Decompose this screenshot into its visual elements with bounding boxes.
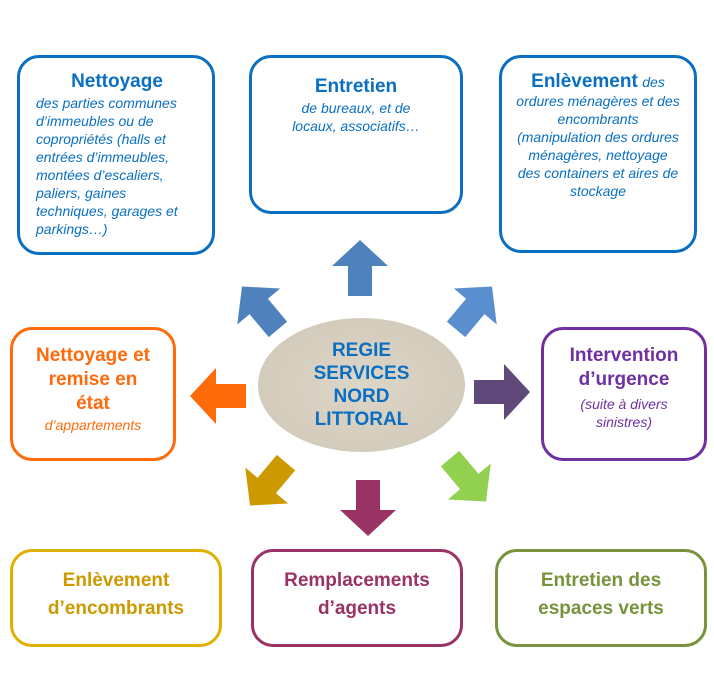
box-remise-en-etat: Nettoyage et remise en état d’appartemen… xyxy=(10,327,176,461)
box-enlevement: Enlèvement des ordures ménagères et des … xyxy=(499,55,697,253)
arrow-up-right-icon xyxy=(446,286,497,338)
arrow-down-right-icon xyxy=(440,450,491,502)
box-desc: des parties communes d’immeubles ou de c… xyxy=(36,95,178,237)
box-title: Nettoyage xyxy=(71,71,163,92)
arrow-down-icon xyxy=(340,480,396,536)
center-line: SERVICES xyxy=(313,363,410,384)
box-encombrants: Enlèvement d’encombrants xyxy=(10,549,222,647)
center-line: REGIE xyxy=(331,340,392,361)
box-title: Enlèvement d’encombrants xyxy=(47,570,185,619)
box-title: Nettoyage et remise en état xyxy=(35,345,151,414)
arrow-right-icon xyxy=(474,364,530,420)
box-desc: d’appartements xyxy=(44,417,142,433)
box-urgence: Intervention d’urgence (suite à divers s… xyxy=(541,327,707,461)
box-desc: (suite à divers sinistres) xyxy=(580,396,668,430)
box-desc: ordures ménagères et des encombrants (ma… xyxy=(516,93,680,199)
box-title: Enlèvement xyxy=(531,71,638,92)
box-espaces-verts: Entretien des espaces verts xyxy=(495,549,707,647)
box-nettoyage: Nettoyage des parties communes d’immeubl… xyxy=(17,55,215,255)
arrow-up-left-icon xyxy=(237,286,288,338)
arrow-down-left-icon xyxy=(245,454,296,506)
box-title: Intervention d’urgence xyxy=(569,345,679,390)
box-title: Remplacements d’agents xyxy=(284,570,430,619)
center-line: LITTORAL xyxy=(314,409,409,430)
box-title: Entretien des espaces verts xyxy=(538,570,664,619)
center-ellipse: REGIE SERVICES NORD LITTORAL xyxy=(258,318,465,452)
center-line: NORD xyxy=(333,386,390,407)
box-title-suffix: des xyxy=(642,74,665,90)
box-remplacements: Remplacements d’agents xyxy=(251,549,463,647)
box-entretien: Entretien de bureaux, et de locaux, asso… xyxy=(249,55,463,214)
box-title: Entretien xyxy=(314,76,398,97)
arrow-left-icon xyxy=(190,368,246,424)
arrow-up-icon xyxy=(332,240,388,296)
box-desc: de bureaux, et de locaux, associatifs… xyxy=(292,100,420,134)
